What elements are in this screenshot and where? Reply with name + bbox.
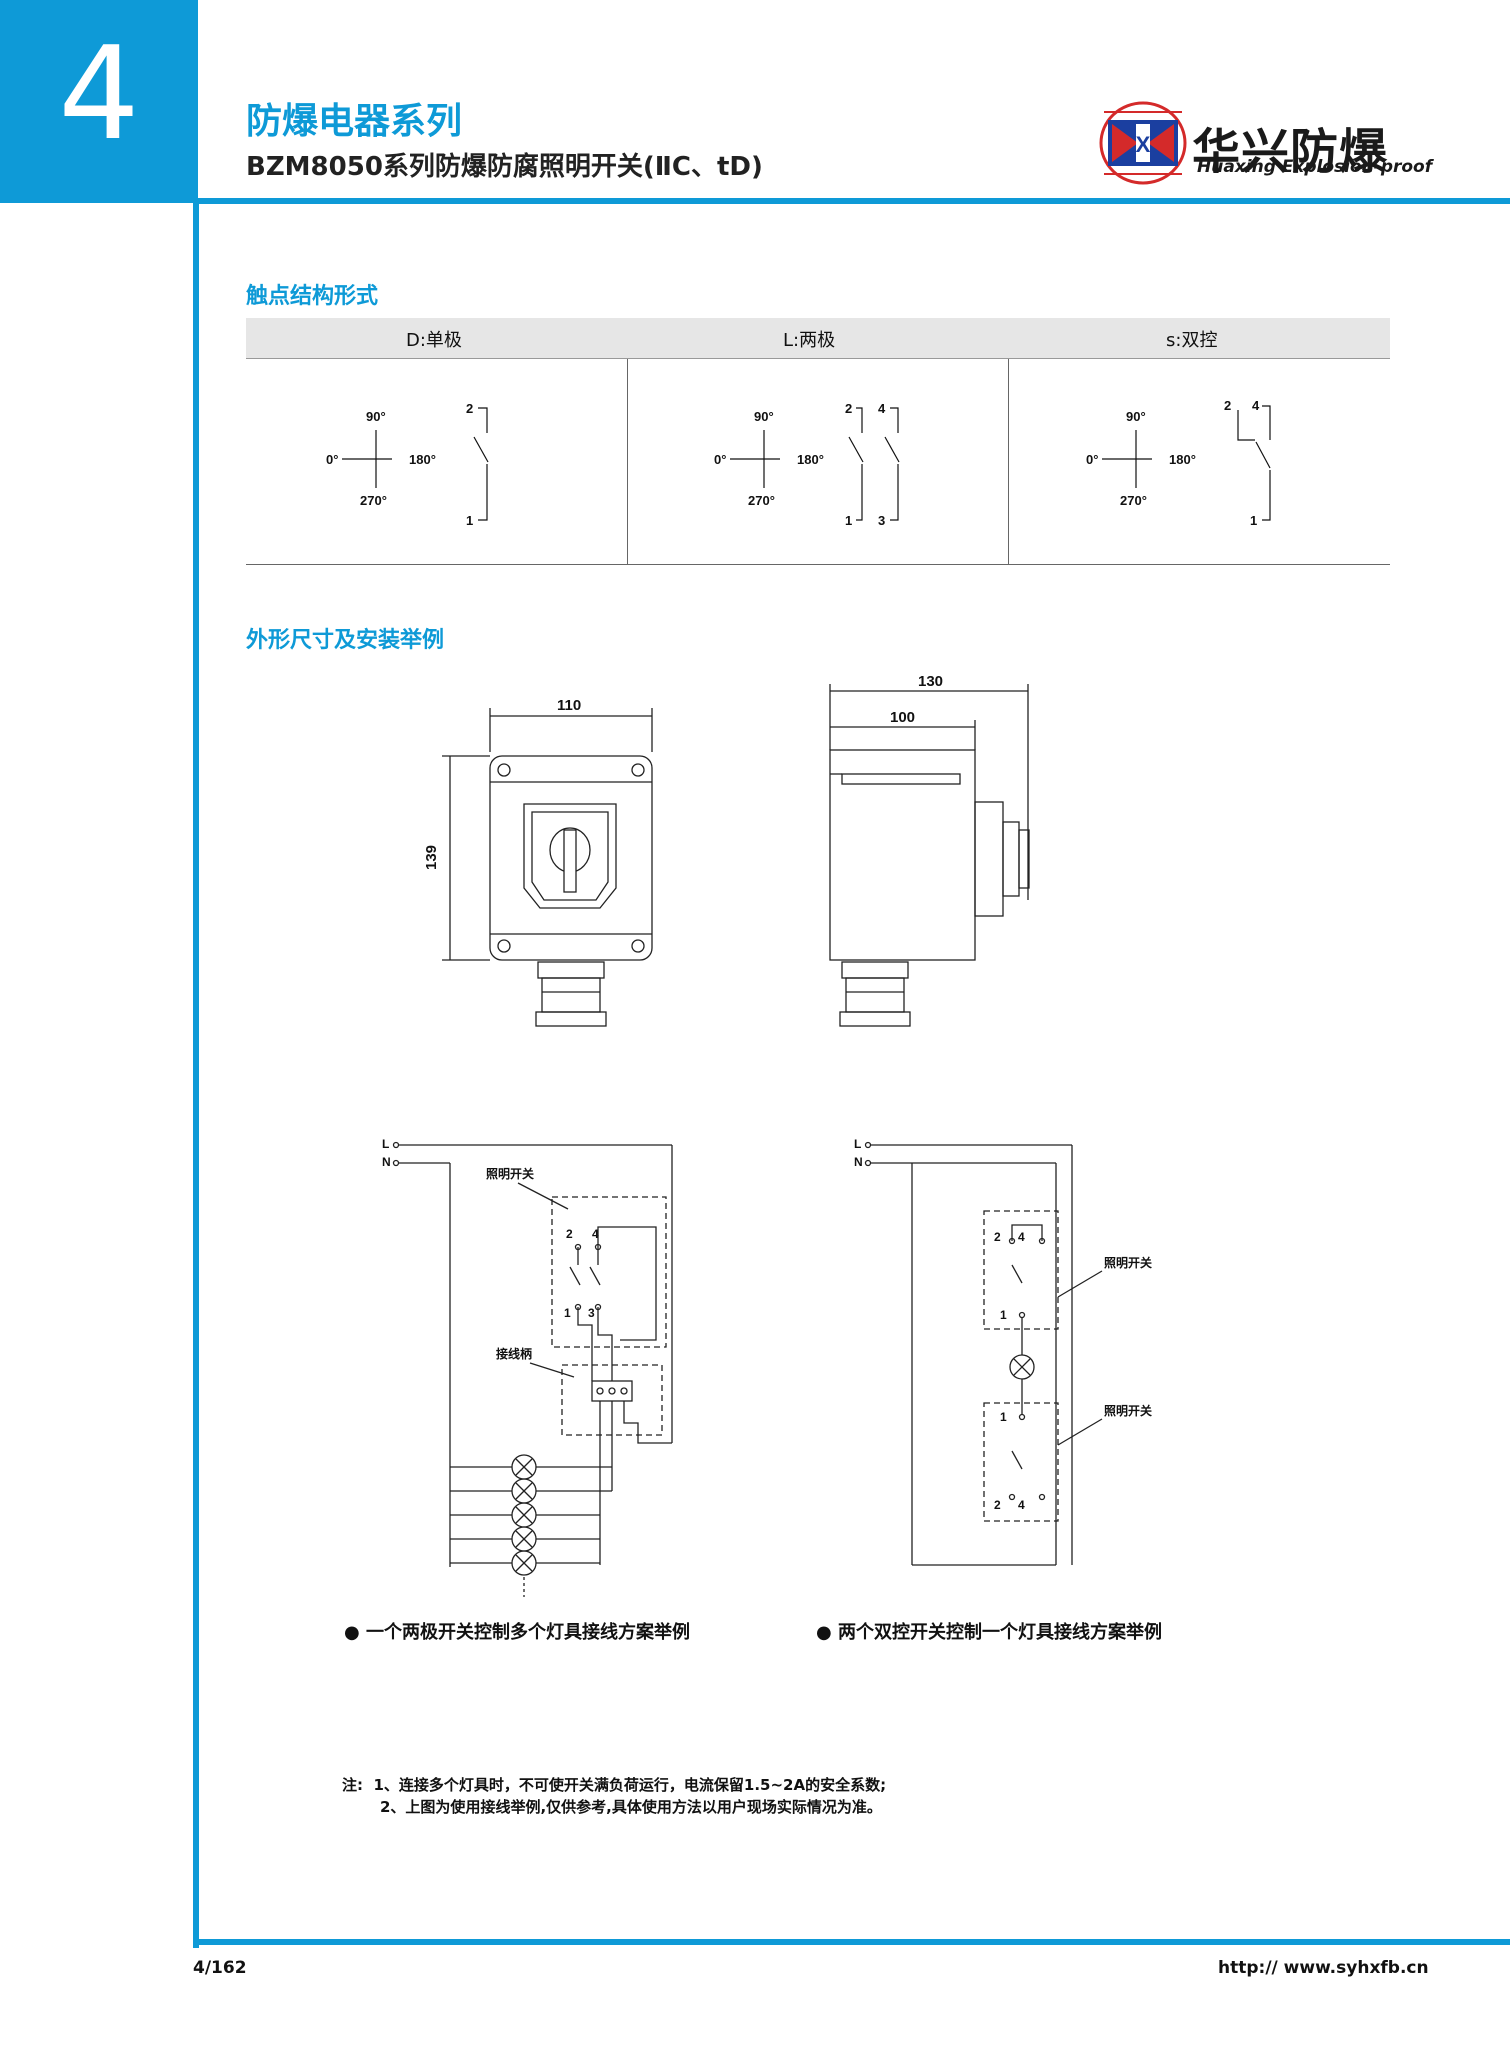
column-double-pole: L:两极: [783, 330, 836, 351]
svg-text:90°: 90°: [1126, 409, 1146, 424]
svg-text:0°: 0°: [714, 452, 726, 467]
svg-text:照明开关: 照明开关: [1104, 1255, 1152, 1270]
svg-text:270°: 270°: [748, 493, 775, 508]
logo-chinese: 华兴防爆: [1192, 124, 1389, 180]
wiring-diagrams: L N 照明开关 2 4 1 3 接线柄: [382, 1137, 1152, 1597]
svg-text:2: 2: [994, 1498, 1001, 1512]
svg-text:1: 1: [1250, 513, 1257, 528]
table-divider: [627, 359, 628, 564]
svg-text:2: 2: [994, 1230, 1001, 1244]
svg-text:270°: 270°: [360, 493, 387, 508]
svg-text:270°: 270°: [1120, 493, 1147, 508]
contacts-table-header: D:单极 L:两极 s:双控: [246, 318, 1390, 359]
bullet-icon: ●: [344, 1622, 366, 1643]
column-two-way: s:双控: [1166, 330, 1218, 351]
two-way-diagram: 90° 0° 180° 270° 2 4 1: [1086, 398, 1271, 528]
svg-text:N: N: [382, 1155, 391, 1169]
contact-diagrams: 90° 0° 180° 270° 2 1 90° 0° 180° 270° 2 …: [326, 398, 1271, 528]
svg-text:180°: 180°: [409, 452, 436, 467]
lamp-icon: [450, 1454, 612, 1576]
double-pole-diagram: 90° 0° 180° 270° 2 1 4 3: [714, 401, 900, 528]
svg-text:1: 1: [1000, 1308, 1007, 1322]
left-accent-bar: [193, 203, 199, 1948]
svg-text:0°: 0°: [1086, 452, 1098, 467]
two-way-single-lamp-wiring: L N 2 4 1 照明开关 1: [854, 1137, 1152, 1566]
caption-right: ● 两个双控开关控制一个灯具接线方案举例: [816, 1622, 1162, 1643]
svg-text:照明开关: 照明开关: [1104, 1403, 1152, 1418]
svg-text:130: 130: [918, 673, 943, 690]
company-logo-icon: X: [1099, 101, 1187, 185]
front-view: 110 139: [423, 697, 653, 1027]
svg-text:4: 4: [1252, 398, 1260, 413]
page-number: 4/162: [193, 1958, 247, 1978]
footer-rule: [193, 1939, 1510, 1945]
note-line-1: 注: 1、连接多个灯具时，不可使开关满负荷运行，电流保留1.5~2A的安全系数;: [342, 1776, 887, 1794]
svg-text:N: N: [854, 1155, 863, 1169]
contacts-section-title: 触点结构形式: [246, 284, 379, 309]
svg-text:180°: 180°: [1169, 452, 1196, 467]
svg-text:3: 3: [878, 513, 885, 528]
svg-text:L: L: [854, 1137, 861, 1151]
svg-text:100: 100: [890, 709, 915, 726]
svg-text:4: 4: [878, 401, 886, 416]
svg-text:1: 1: [845, 513, 852, 528]
series-title: 防爆电器系列: [246, 101, 463, 142]
svg-text:180°: 180°: [797, 452, 824, 467]
svg-text:照明开关: 照明开关: [486, 1166, 534, 1181]
bullet-icon: ●: [816, 1622, 838, 1643]
single-pole-diagram: 90° 0° 180° 270° 2 1: [326, 401, 489, 528]
dimensions-section-title: 外形尺寸及安装举例: [246, 628, 445, 653]
chapter-number: 4: [58, 20, 140, 169]
svg-text:4: 4: [592, 1227, 599, 1241]
svg-text:90°: 90°: [366, 409, 386, 424]
two-pole-multi-lamp-wiring: L N 照明开关 2 4 1 3 接线柄: [382, 1137, 673, 1597]
product-title: BZM8050系列防爆防腐照明开关(ⅡC、tD): [246, 152, 763, 182]
caption-left: ● 一个两极开关控制多个灯具接线方案举例: [344, 1622, 690, 1643]
table-divider: [1008, 359, 1009, 564]
svg-text:4: 4: [1018, 1498, 1025, 1512]
svg-text:2: 2: [566, 1227, 573, 1241]
table-bottom-rule: [246, 564, 1390, 565]
svg-text:3: 3: [588, 1306, 595, 1320]
svg-text:接线柄: 接线柄: [496, 1346, 532, 1361]
svg-text:139: 139: [423, 845, 440, 870]
svg-text:1: 1: [564, 1306, 571, 1320]
svg-text:1: 1: [1000, 1410, 1007, 1424]
svg-text:0°: 0°: [326, 452, 338, 467]
svg-text:110: 110: [557, 697, 581, 714]
column-single-pole: D:单极: [406, 330, 462, 351]
note-line-2: 2、上图为使用接线举例,仅供参考,具体使用方法以用户现场实际情况为准。: [380, 1798, 882, 1816]
side-view: 130 100: [829, 673, 1030, 1027]
svg-text:1: 1: [466, 513, 473, 528]
svg-text:4: 4: [1018, 1230, 1025, 1244]
svg-text:2: 2: [466, 401, 473, 416]
logo-english: Huaxing Explosion-proof: [1197, 157, 1433, 177]
chapter-tab: [0, 0, 198, 203]
svg-text:L: L: [382, 1137, 389, 1151]
dimension-drawings: 110 139 130 100: [423, 673, 1030, 1027]
website-link[interactable]: http:// www.syhxfb.cn: [1218, 1958, 1429, 1978]
svg-text:2: 2: [845, 401, 852, 416]
svg-text:2: 2: [1224, 398, 1231, 413]
svg-text:X: X: [1136, 132, 1151, 157]
svg-text:90°: 90°: [754, 409, 774, 424]
header-rule: [198, 198, 1510, 204]
